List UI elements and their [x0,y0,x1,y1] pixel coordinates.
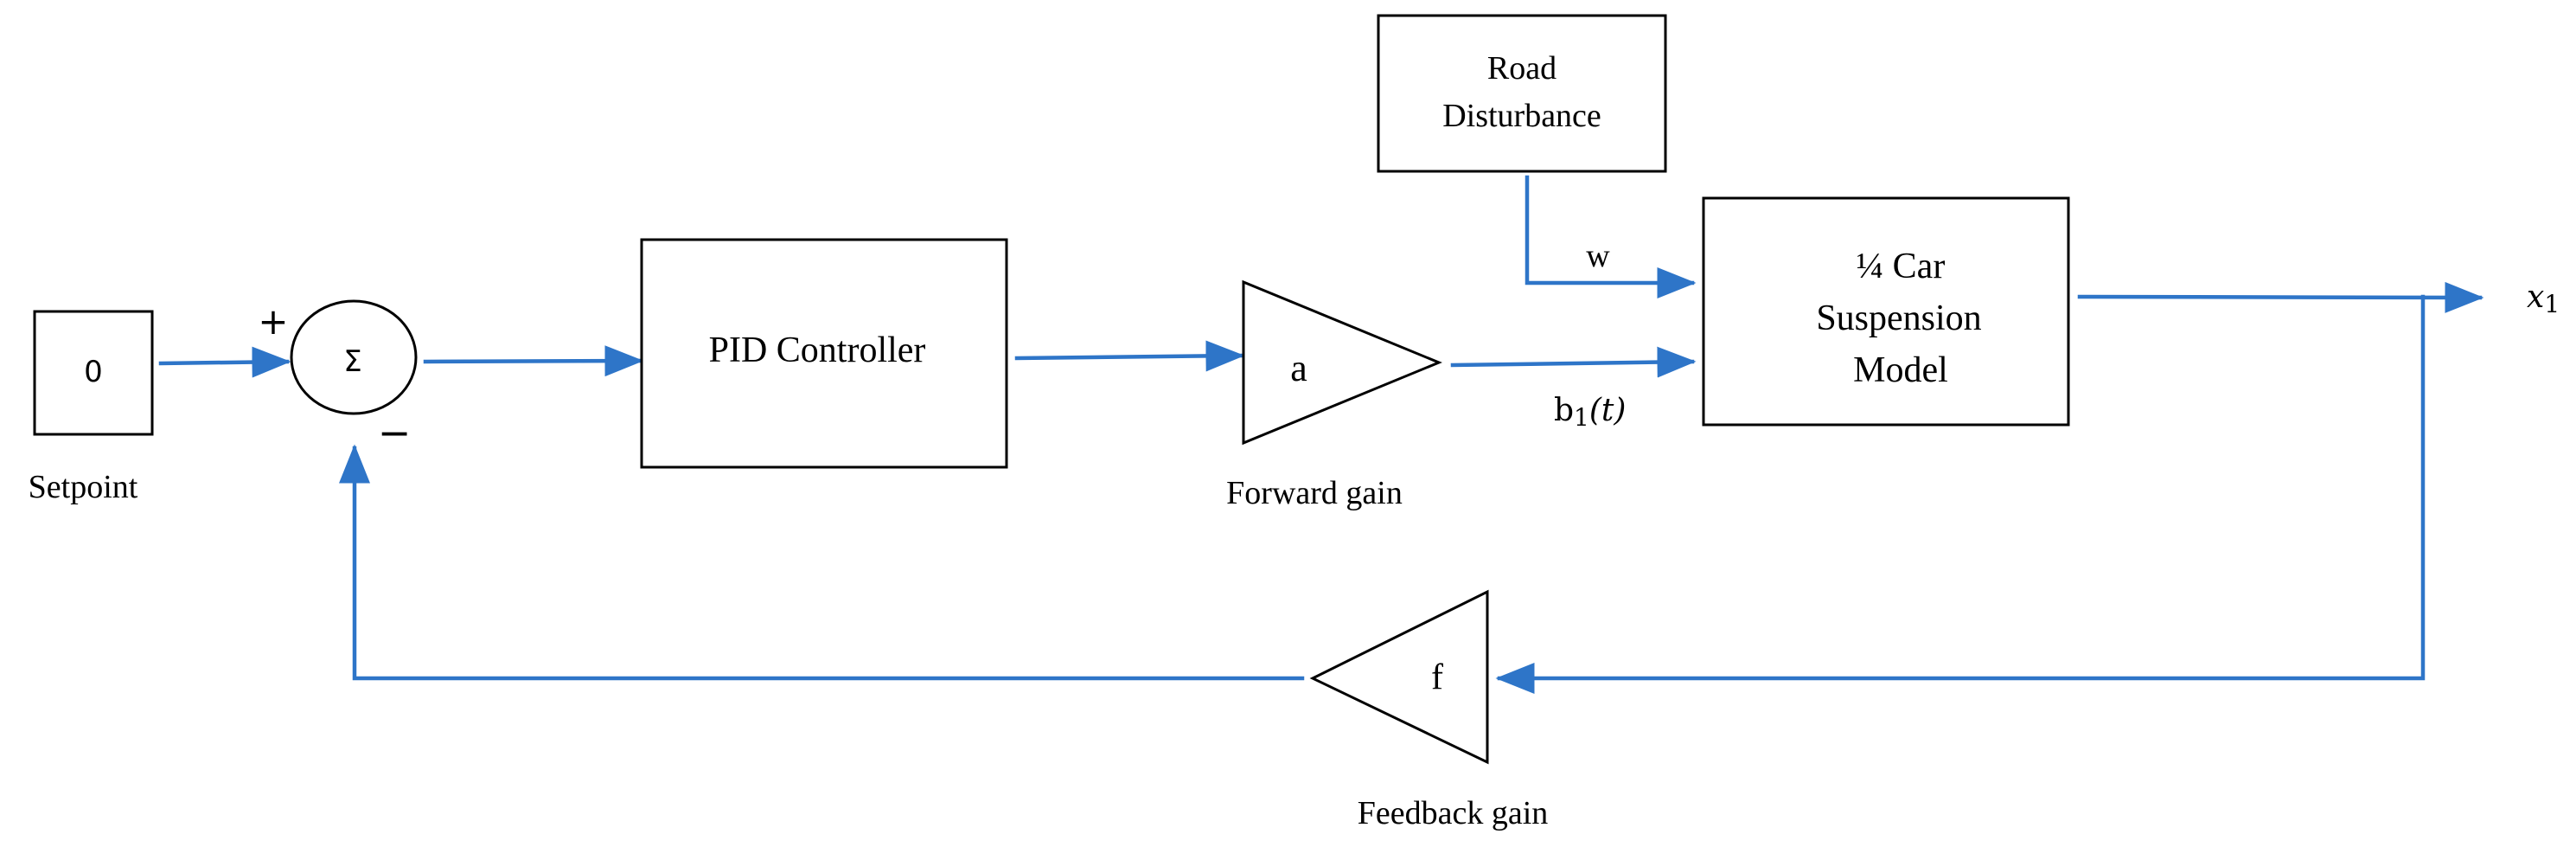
pid-to-forward-gain-wire [1014,340,1245,372]
feedback-gain-label: Feedback gain [1358,795,1549,831]
suspension-model-label-line1: ¼ Car [1857,247,1946,286]
feedback-gain-symbol: f [1431,658,1443,697]
output-x1-label: x1 [2527,279,2560,318]
signal-b1-argument: (t) [1589,393,1627,428]
signal-b1-base: b [1554,393,1574,428]
output-to-feedback-gain-wire [1495,294,2426,694]
suspension-model-label-line3: Model [1853,350,1948,390]
output-x1-base: x [2527,279,2544,315]
pid-controller-block: PID Controller [640,238,1008,469]
feedback-gain-block: f [1309,589,1489,765]
feedback-to-summer-wire [339,444,1305,681]
suspension-model-label-line2: Suspension [1816,298,1981,338]
output-x1-subscript: 1 [2544,290,2560,318]
signal-b1-subscript: 1 [1574,403,1589,432]
summer-minus-sign: − [378,409,412,456]
plant-to-output-wire [2077,281,2484,313]
road-disturbance-block: Road Disturbance [1377,14,1667,173]
pid-controller-label: PID Controller [709,330,926,370]
forward-gain-label: Forward gain [1226,475,1403,511]
summing-junction: Σ [290,299,418,415]
road-disturbance-label-line1: Road [1487,50,1556,87]
summer-plus-sign: + [258,300,288,343]
summer-to-pid-wire [423,345,644,377]
forward-gain-symbol: a [1290,347,1307,389]
setpoint-block: 0 [33,310,154,436]
forward-gain-to-plant-wire [1450,346,1697,378]
summer-symbol: Σ [343,344,361,379]
setpoint-label: Setpoint [29,469,138,505]
forward-gain-block: a [1242,279,1442,446]
suspension-model-block: ¼ Car Suspension Model [1702,196,2070,427]
road-disturbance-label-line2: Disturbance [1442,98,1601,134]
setpoint-value: 0 [84,355,103,389]
signal-w-label: w [1586,238,1610,274]
signal-b1-label: b1(t) [1554,393,1626,432]
setpoint-to-summer-wire [158,346,291,378]
disturbance-to-plant-wire [1525,175,1697,298]
